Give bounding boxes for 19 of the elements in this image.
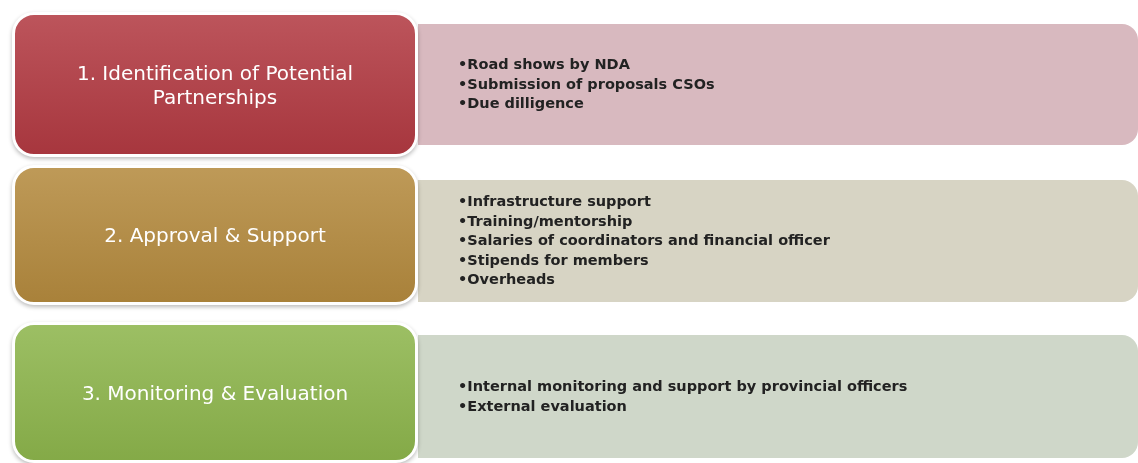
details-box xyxy=(418,180,1138,302)
bullet-item: •Internal monitoring and support by provincial officers xyxy=(458,376,909,396)
bullet-item: •Submission of proposals CSOs xyxy=(458,74,716,94)
stage-box xyxy=(12,12,418,157)
details-box xyxy=(418,335,1138,458)
bullet-item: •External evaluation xyxy=(458,396,628,416)
bullet-item: •Road shows by NDA xyxy=(458,55,631,75)
details-box xyxy=(418,24,1138,145)
stage-title: 3. Monitoring & Evaluation xyxy=(81,380,349,405)
bullet-item: •Infrastructure support xyxy=(458,192,652,212)
bullet-item: •Salaries of coordinators and financial officer xyxy=(458,231,831,251)
bullet-item: •Due dilligence xyxy=(458,94,585,114)
bullet-item: •Stipends for members xyxy=(458,250,650,270)
stage-title: 2. Approval & Support xyxy=(104,223,326,247)
bullet-item: •Training/mentorship xyxy=(458,211,634,231)
stage-box xyxy=(12,165,418,305)
bullet-item: •Overheads xyxy=(458,270,556,290)
stage-title: 1. Identification of Potential Partnerships xyxy=(75,60,355,109)
stage-box xyxy=(12,322,418,463)
